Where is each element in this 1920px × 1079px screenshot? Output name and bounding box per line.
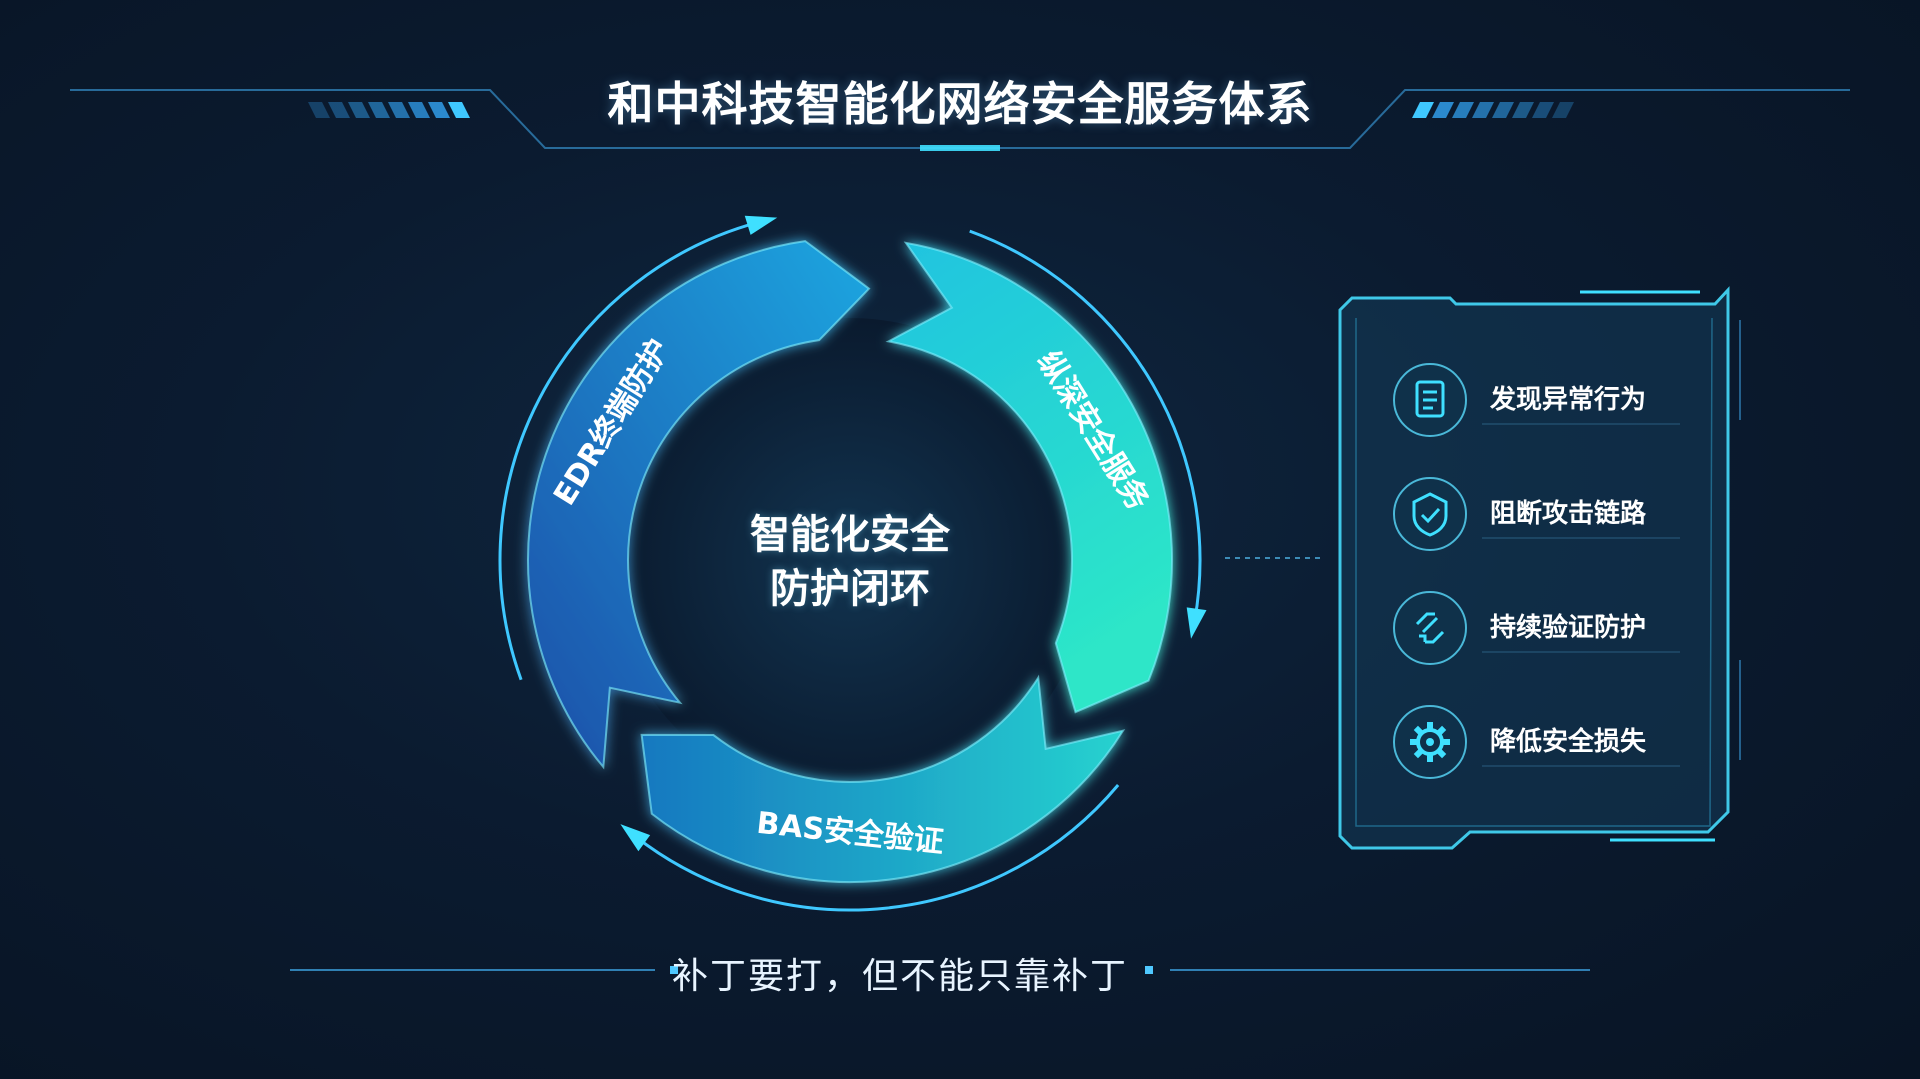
center-title-line2: 防护闭环 — [770, 566, 930, 612]
shield-check-icon — [1393, 477, 1467, 551]
cycle-segment-3 — [640, 674, 1126, 883]
panel-item-label: 持续验证防护 — [1490, 613, 1647, 643]
panel-item-label: 阻断攻击链路 — [1490, 499, 1647, 529]
panel-item-label: 降低安全损失 — [1490, 727, 1647, 757]
panel-item-label: 发现异常行为 — [1490, 385, 1647, 415]
cycle-segment-1 — [527, 240, 871, 770]
flow-arc-3 — [633, 784, 1120, 912]
refresh-link-icon — [1393, 591, 1467, 665]
flow-arrowhead-1 — [744, 215, 778, 235]
flow-arrowhead-2 — [1186, 607, 1207, 639]
flow-arc-1 — [498, 220, 760, 681]
flow-arc-2 — [969, 229, 1202, 622]
document-icon — [1393, 363, 1467, 437]
flow-arrowhead-3 — [620, 824, 651, 852]
tagline: 补丁要打，但不能只靠补丁 — [671, 956, 1128, 997]
gear-icon — [1393, 705, 1467, 779]
center-title-line1: 智能化安全 — [750, 512, 950, 558]
cycle-segment-2 — [885, 241, 1173, 714]
right-stripes — [1412, 102, 1574, 118]
left-stripes — [308, 102, 470, 118]
page-title: 和中科技智能化网络安全服务体系 — [607, 77, 1313, 131]
